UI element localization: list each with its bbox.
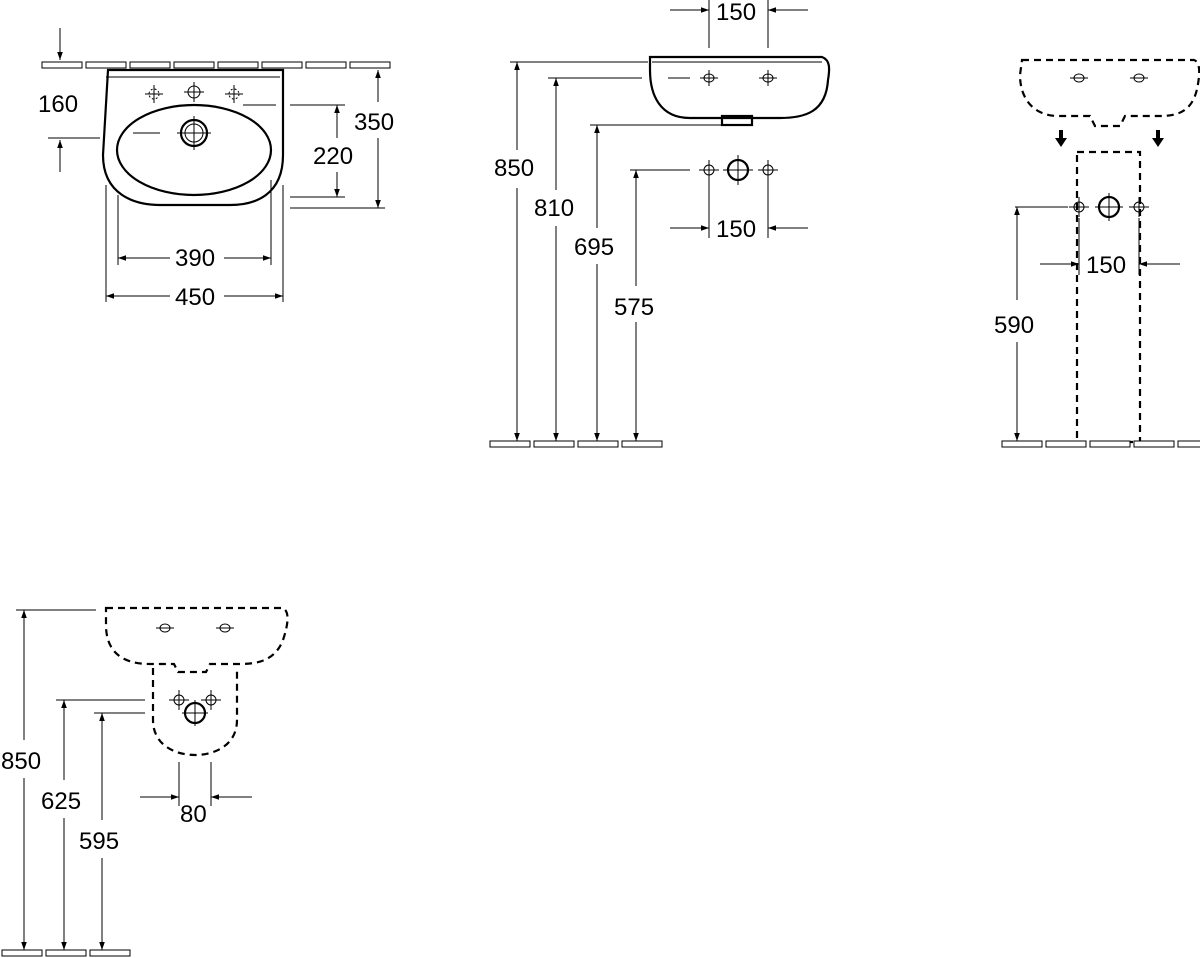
dim-350: 350 (354, 109, 394, 136)
dim-625: 625 (41, 788, 81, 815)
floor-tiles (1, 949, 131, 957)
dim-390: 390 (175, 245, 215, 272)
tap-hole-icon (216, 623, 234, 633)
semi-pedestal-dashed-outline (151, 668, 239, 757)
dim-590: 590 (994, 312, 1034, 339)
supply-connection-icon (758, 160, 778, 180)
floor-tiles (489, 440, 663, 448)
floor-tiles (1001, 440, 1200, 448)
dim-160: 160 (38, 91, 78, 118)
dim-150: 150 (1086, 252, 1126, 279)
basin-side-outline (648, 55, 831, 120)
basin-bowl (115, 103, 273, 197)
dim-220: 220 (313, 143, 353, 170)
semi-pedestal-front-view: 80 850 625 595 (1, 606, 289, 957)
tap-hole-icon (759, 70, 777, 86)
tap-hole-icon (1130, 73, 1148, 83)
down-arrow-icon (1055, 130, 1067, 147)
front-plan-view: 160 220 350 390 450 (38, 28, 394, 311)
dim-850: 850 (494, 155, 534, 182)
tap-hole-icon (1070, 73, 1088, 83)
down-arrow-icon (1152, 130, 1164, 147)
waste-connection-icon (1095, 193, 1123, 221)
pedestal-front-view: 150 590 (994, 58, 1200, 448)
tap-hole-knockout-icon (145, 85, 163, 103)
tap-hole-icon (184, 82, 204, 102)
basin-dashed-outline (104, 606, 289, 674)
basin-outline (101, 68, 285, 207)
dim-575: 575 (614, 294, 654, 321)
wall-tiles (41, 61, 391, 69)
supply-connection-icon (699, 160, 719, 180)
dim-top-150: 150 (716, 0, 756, 26)
trap-outlet (720, 114, 754, 127)
drain-icon (177, 116, 211, 150)
dim-595: 595 (79, 828, 119, 855)
dim-810: 810 (534, 195, 574, 222)
dim-695: 695 (574, 234, 614, 261)
dim-80: 80 (180, 801, 207, 828)
tap-hole-icon (700, 70, 718, 86)
tap-hole-icon (156, 623, 174, 633)
dim-850: 850 (1, 748, 41, 775)
dim-mid-150: 150 (716, 216, 756, 243)
waste-connection-icon (182, 700, 208, 726)
supply-connection-icon (1129, 197, 1149, 217)
supply-connection-icon (201, 690, 221, 710)
supply-connection-icon (169, 690, 189, 710)
basin-dashed-outline (1018, 58, 1200, 128)
supply-connection-icon (1069, 197, 1089, 217)
tap-hole-knockout-icon (225, 85, 243, 103)
side-elevation-view: 150 150 (489, 0, 831, 448)
dim-450: 450 (175, 284, 215, 311)
waste-connection-icon (723, 155, 753, 185)
